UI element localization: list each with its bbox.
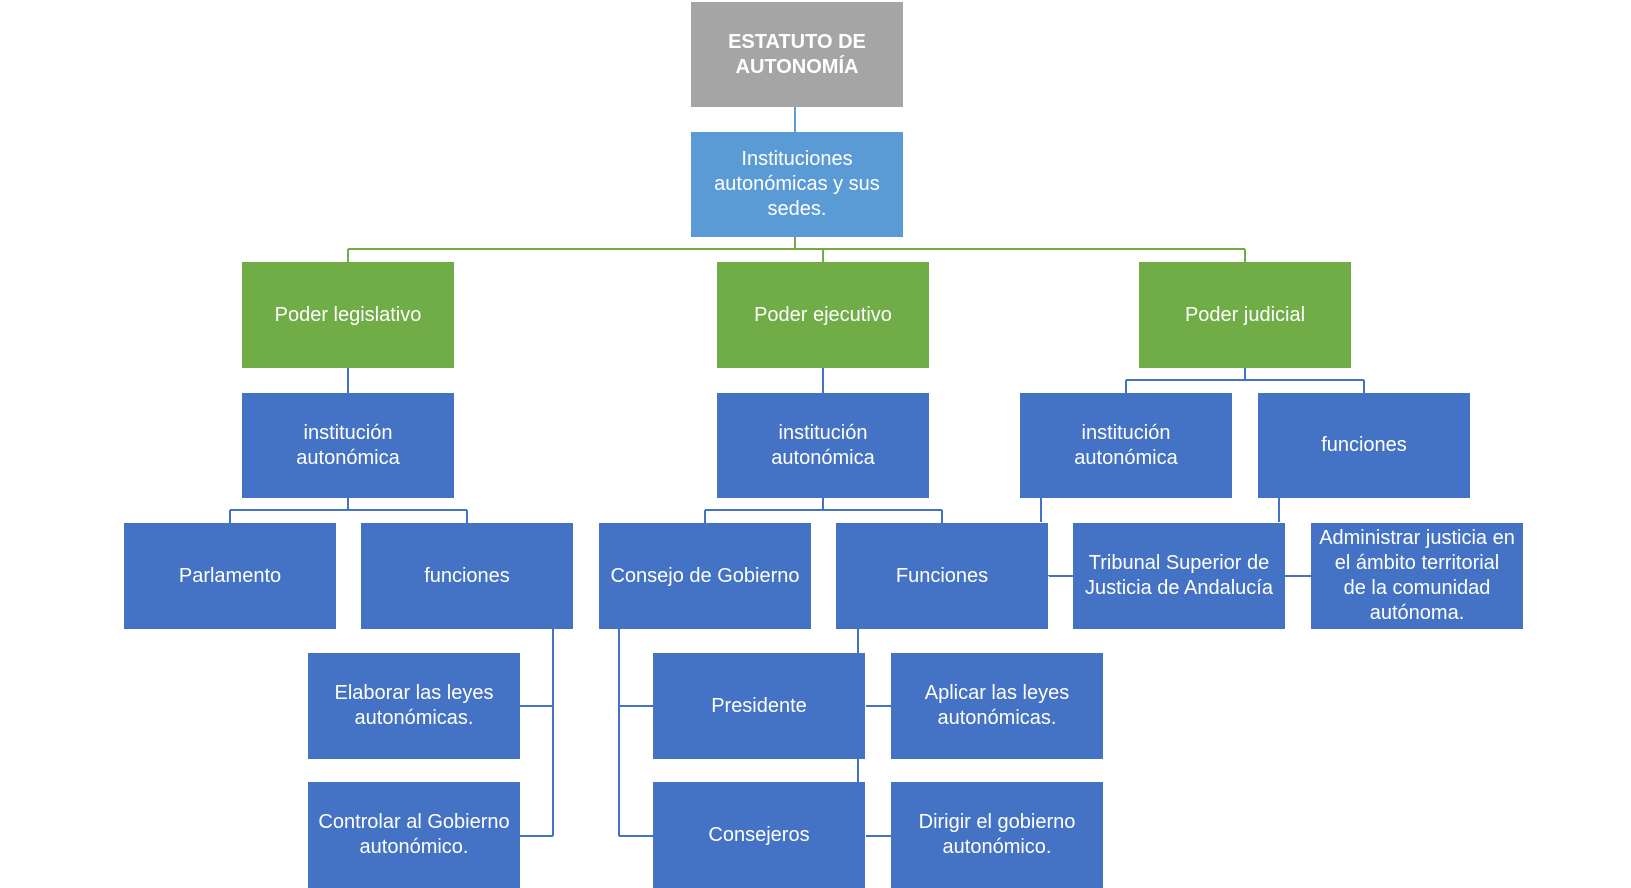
node-parlamento: Parlamento xyxy=(124,523,336,629)
node-poder-legislativo: Poder legislativo xyxy=(242,262,454,368)
node-jud-institucion: institución autonómica xyxy=(1020,393,1232,498)
connector-jud-funciones-administrar xyxy=(1278,498,1311,577)
node-consejeros: Consejeros xyxy=(653,782,865,888)
node-elaborar-leyes: Elaborar las leyes autonómicas. xyxy=(308,653,520,759)
node-leg-institucion: institución autonómica xyxy=(242,393,454,498)
node-poder-ejecutivo: Poder ejecutivo xyxy=(717,262,929,368)
node-tribunal-superior: Tribunal Superior de Justicia de Andaluc… xyxy=(1073,523,1285,629)
node-eje-institucion: institución autonómica xyxy=(717,393,929,498)
node-estatuto: ESTATUTO DE AUTONOMÍA xyxy=(691,2,903,107)
connector-leg-institucion-children xyxy=(229,498,468,523)
node-presidente: Presidente xyxy=(653,653,865,759)
connector-judicial-children xyxy=(1125,368,1365,393)
connector-eje-funciones-children xyxy=(857,629,891,837)
connector-consejo-children xyxy=(618,629,653,837)
node-poder-judicial: Poder judicial xyxy=(1139,262,1351,368)
connector-jud-institucion-tribunal xyxy=(1040,498,1073,577)
connector-eje-institucion-children xyxy=(704,498,943,523)
node-controlar-gobierno: Controlar al Gobierno autonómico. xyxy=(308,782,520,888)
node-consejo-gobierno: Consejo de Gobierno xyxy=(599,523,811,629)
connector-instituciones-powers xyxy=(347,237,1246,262)
node-jud-funciones: funciones xyxy=(1258,393,1470,498)
node-leg-funciones: funciones xyxy=(361,523,573,629)
node-aplicar-leyes: Aplicar las leyes autonómicas. xyxy=(891,653,1103,759)
node-administrar-justicia: Administrar justicia en el ámbito territ… xyxy=(1311,523,1523,629)
node-eje-funciones: Funciones xyxy=(836,523,1048,629)
node-dirigir-gobierno: Dirigir el gobierno autonómico. xyxy=(891,782,1103,888)
connector-leg-funciones-children xyxy=(520,629,554,837)
node-instituciones: Instituciones autonómicas y sus sedes. xyxy=(691,132,903,237)
